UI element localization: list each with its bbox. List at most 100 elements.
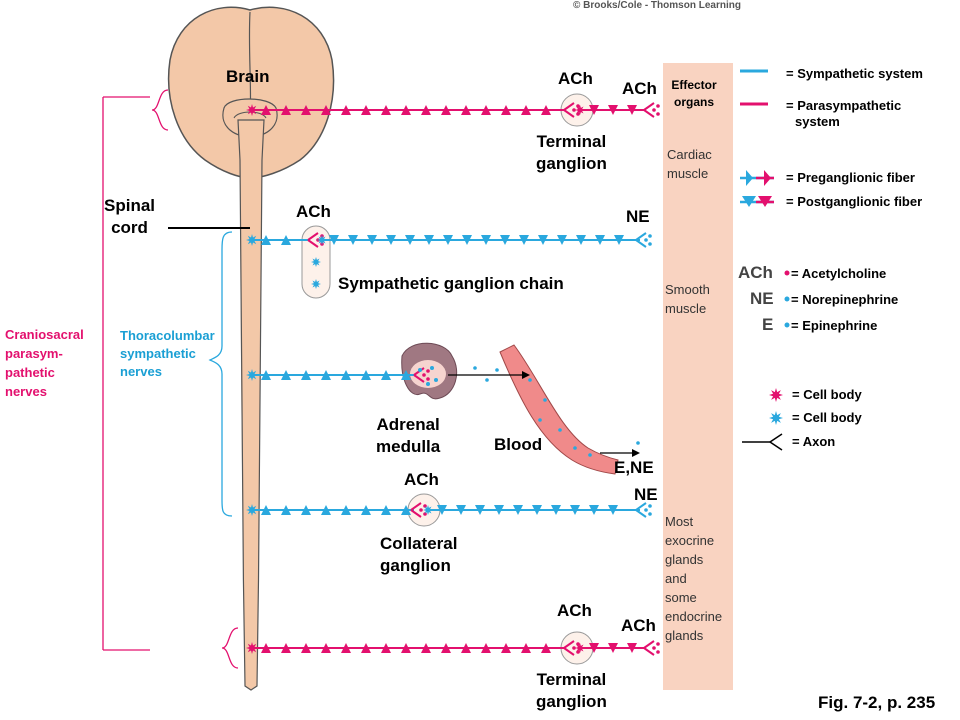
effector-organs-band — [663, 63, 733, 690]
fiber-marker — [401, 505, 411, 515]
axon-terminal — [643, 102, 655, 118]
fiber-marker — [361, 643, 371, 653]
fiber-marker — [589, 105, 599, 115]
fiber-marker — [462, 235, 472, 245]
fiber-marker — [513, 505, 523, 515]
hormone-dot — [543, 398, 547, 402]
fiber-marker — [443, 235, 453, 245]
ach-chain-label: ACh — [296, 202, 331, 221]
transmitter-dot — [423, 504, 427, 508]
fiber-marker — [461, 105, 471, 115]
fiber-marker — [421, 643, 431, 653]
transmitter-dot — [422, 373, 426, 377]
axon-terminal — [563, 102, 575, 118]
transmitter-dot — [576, 642, 580, 646]
fiber-marker — [501, 643, 511, 653]
fiber-marker — [348, 235, 358, 245]
thoracolumbar-bracket — [208, 231, 233, 517]
transmitter-dot — [648, 512, 652, 516]
hormone-dot — [495, 368, 499, 372]
transmitter-dot — [644, 238, 648, 242]
transmitter-dot — [648, 242, 652, 246]
fiber-marker — [424, 235, 434, 245]
fiber-marker — [456, 505, 466, 515]
fiber-marker — [500, 235, 510, 245]
fiber-marker — [608, 505, 618, 515]
axon-terminal — [307, 232, 319, 248]
fiber-marker — [341, 643, 351, 653]
fiber-marker — [261, 105, 271, 115]
fiber-marker — [341, 505, 351, 515]
hormone-dot — [588, 453, 592, 457]
fiber-marker — [321, 370, 331, 380]
hormone-dot — [430, 366, 434, 370]
legend-preganglionic-arrow-icon — [746, 170, 753, 186]
fiber-marker — [367, 235, 377, 245]
cell-body-parasympathetic — [575, 105, 585, 115]
legend-cell-body-sympathetic-icon — [769, 411, 783, 425]
fiber-marker — [570, 505, 580, 515]
fiber-marker — [441, 643, 451, 653]
legend-graphics — [740, 69, 790, 451]
fiber-marker — [405, 235, 415, 245]
fiber-marker — [532, 505, 542, 515]
hormone-dot — [485, 378, 489, 382]
fiber-marker — [576, 235, 586, 245]
ach-effector-top-label: ACh — [622, 79, 657, 98]
fiber-marker — [386, 235, 396, 245]
fiber-marker — [261, 370, 271, 380]
fiber-marker — [401, 105, 411, 115]
fiber-marker — [361, 370, 371, 380]
fiber-marker — [437, 505, 447, 515]
fiber-marker — [521, 105, 531, 115]
fiber-marker — [441, 105, 451, 115]
transmitter-dot — [656, 104, 660, 108]
cell-body-parasympathetic — [575, 643, 585, 653]
fiber-marker — [541, 105, 551, 115]
copyright-notice: © Brooks/Cole - Thomson Learning — [573, 0, 741, 11]
fiber-marker — [261, 643, 271, 653]
legend-epinephrine: = Epinephrine — [791, 318, 878, 333]
axon-terminal — [410, 502, 422, 518]
figure-caption: Fig. 7-2, p. 235 — [818, 693, 936, 712]
fiber-marker — [329, 235, 339, 245]
transmitter-dot — [652, 108, 656, 112]
fiber-marker — [301, 643, 311, 653]
legend-cell-body-parasympathetic-icon — [769, 388, 783, 402]
transmitter-dot — [426, 377, 430, 381]
legend-preganglionic: = Preganglionic fiber — [786, 170, 915, 185]
fiber-marker — [341, 370, 351, 380]
transmitter-dot — [572, 646, 576, 650]
cell-body-sympathetic — [423, 505, 433, 515]
fiber-marker — [361, 105, 371, 115]
fiber-marker — [321, 105, 331, 115]
fiber-marker — [589, 505, 599, 515]
hormone-dot — [636, 441, 640, 445]
fiber-marker — [361, 505, 371, 515]
fiber-marker — [301, 370, 311, 380]
transmitter-dot — [656, 642, 660, 646]
hormone-outflow-arrowhead — [632, 449, 640, 457]
transmitter-dot — [656, 650, 660, 654]
legend-postganglionic: = Postganglionic fiber — [786, 194, 923, 209]
legend-postganglionic-arrow-icon — [742, 196, 756, 207]
fiber-marker — [481, 235, 491, 245]
craniosacral-bracket — [102, 89, 239, 669]
e-ne-label: E,NE — [614, 458, 654, 477]
ach-collateral-label: ACh — [404, 470, 439, 489]
transmitter-dot — [426, 369, 430, 373]
ne-collateral-label: NE — [634, 485, 658, 504]
fiber-marker — [301, 505, 311, 515]
hormone-dot — [426, 382, 430, 386]
brain-label: Brain — [226, 67, 270, 86]
hormone-dot — [528, 378, 532, 382]
axon-terminal — [635, 502, 647, 518]
